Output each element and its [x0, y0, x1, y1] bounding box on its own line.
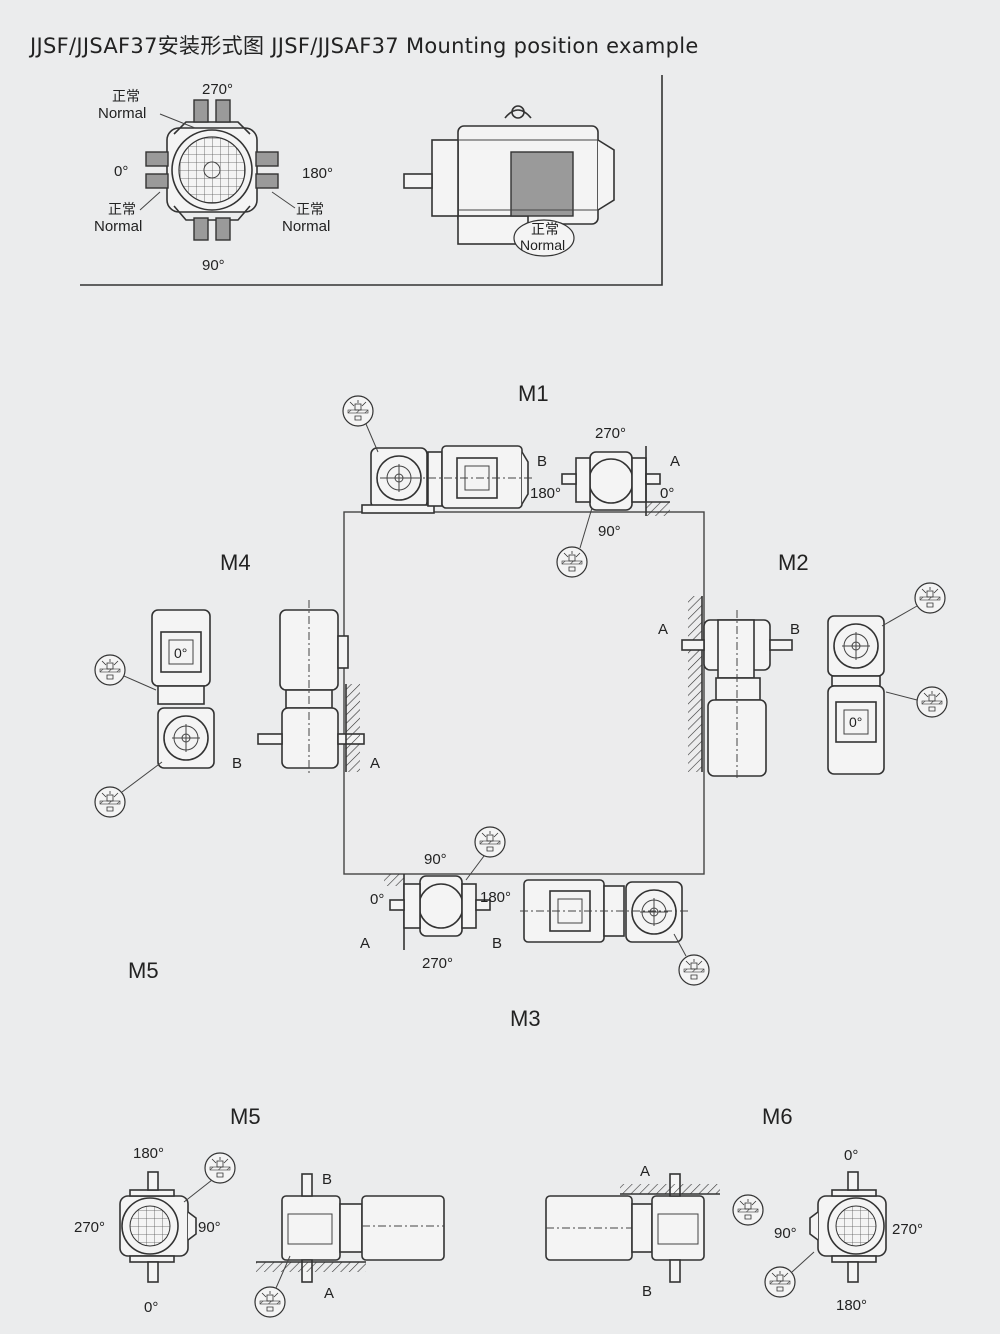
m4-b: B: [232, 755, 242, 772]
m6-270: 270°: [892, 1221, 923, 1238]
legend-normal-en-2: Normal: [94, 218, 142, 235]
legend-normal-zh-2: 正常: [108, 202, 136, 218]
m1-label: M1: [518, 381, 549, 406]
m5-270: 270°: [74, 1219, 105, 1236]
m6-b: B: [642, 1283, 652, 1300]
m5-90: 90°: [198, 1219, 221, 1236]
m1-a: A: [670, 453, 680, 470]
m6-90: 90°: [774, 1225, 797, 1242]
legend-normal-zh-3: 正常: [296, 202, 324, 218]
legend-normal-zh-1: 正常: [112, 89, 140, 105]
position-m5: M5 180° 270° 90° 0° B A: [74, 1104, 445, 1318]
mounting-surface: [343, 511, 705, 875]
m6-0: 0°: [844, 1147, 858, 1164]
position-m6: M6 A B 0° 90° 270° 180°: [545, 1104, 923, 1314]
m2-a: A: [658, 621, 668, 638]
m6-180: 180°: [836, 1297, 867, 1314]
page-title: JJSF/JJSAF37安装形式图 JJSF/JJSAF37 Mounting …: [30, 34, 699, 58]
legend-normal-en-4: Normal: [520, 237, 565, 253]
m4-label: M4: [220, 550, 251, 575]
m2-0: 0°: [849, 714, 862, 730]
m1-b: B: [537, 453, 547, 470]
legend-normal-en-1: Normal: [98, 105, 146, 122]
m4-a: A: [370, 755, 380, 772]
m2-label: M2: [778, 550, 809, 575]
legend-label-270: 270°: [202, 81, 233, 98]
position-m4: M4 0° B A: [94, 550, 380, 818]
m3-90: 90°: [424, 851, 447, 868]
position-m1: M1 B 270° 180° 0° 90° A: [342, 381, 680, 578]
legend-panel: 270° 0° 180° 90° 正常 Normal 正常 Normal 正常 …: [80, 75, 663, 286]
m5-0: 0°: [144, 1299, 158, 1316]
legend-label-0: 0°: [114, 163, 128, 180]
m1-180: 180°: [530, 485, 561, 502]
m3-270: 270°: [422, 955, 453, 972]
m1-270: 270°: [595, 425, 626, 442]
legend-normal-zh-4: 正常: [531, 222, 559, 238]
m3-0: 0°: [370, 891, 384, 908]
m5-b: B: [322, 1171, 332, 1188]
m3-label: M3: [510, 1006, 541, 1031]
m6-a: A: [640, 1163, 650, 1180]
m6-label: M6: [762, 1104, 793, 1129]
m5-180: 180°: [133, 1145, 164, 1162]
position-m2: M2 A B 0°: [658, 550, 948, 780]
m1-0: 0°: [660, 485, 674, 502]
m3-b: B: [492, 935, 502, 952]
m5-label: M5: [230, 1104, 261, 1129]
m2-b: B: [790, 621, 800, 638]
legend-label-90: 90°: [202, 257, 225, 274]
position-m3: M3 90° 0° 180° 270° A B: [360, 826, 710, 1031]
legend-motor-side: 正常 Normal: [403, 105, 615, 257]
legend-label-180: 180°: [302, 165, 333, 182]
m5-a: A: [324, 1285, 334, 1302]
m4-0: 0°: [174, 645, 187, 661]
m5-side-label: M5: [128, 958, 159, 983]
m3-a: A: [360, 935, 370, 952]
legend-normal-en-3: Normal: [282, 218, 330, 235]
m3-180: 180°: [480, 889, 511, 906]
m1-90: 90°: [598, 523, 621, 540]
